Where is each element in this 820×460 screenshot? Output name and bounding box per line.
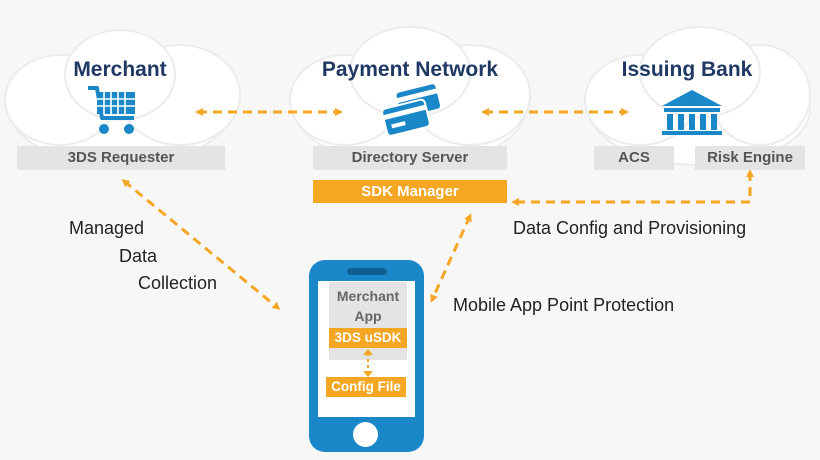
mobile-phone: Merchant App 3DS uSDK Config File xyxy=(309,260,424,452)
shopping-cart-icon xyxy=(88,86,135,134)
caption-managed: Managed xyxy=(69,218,145,238)
arrow-requester-phone xyxy=(121,179,281,310)
caption-collection: Collection xyxy=(138,273,218,293)
acs-box: ACS xyxy=(594,146,674,170)
3ds-requester-box: 3DS Requester xyxy=(17,146,225,170)
issuing-bank-title: Issuing Bank xyxy=(621,58,753,81)
sdk-manager-box: SDK Manager xyxy=(313,180,507,203)
arrow-sdkmanager-phone xyxy=(430,213,472,303)
caption-data: Data xyxy=(119,246,158,266)
phone-speaker xyxy=(347,268,387,275)
payment-network-title: Payment Network xyxy=(321,58,499,81)
merchant-app-line2: App xyxy=(354,308,382,324)
config-file-box: Config File xyxy=(326,377,406,397)
usdk-config-arrow xyxy=(363,349,373,377)
merchant-app-line1: Merchant xyxy=(336,288,400,304)
credit-cards-icon xyxy=(381,82,443,137)
directory-server-box: Directory Server xyxy=(313,146,507,170)
merchant-title: Merchant xyxy=(73,58,167,81)
arrow-riskengine-sdkmanager xyxy=(511,169,754,206)
caption-mobile-protection: Mobile App Point Protection xyxy=(453,295,675,315)
caption-data-config: Data Config and Provisioning xyxy=(513,218,747,238)
cloud-middle xyxy=(289,26,531,166)
risk-engine-box: Risk Engine xyxy=(695,146,805,170)
bank-building-icon xyxy=(662,90,722,135)
3ds-usdk-box: 3DS uSDK xyxy=(329,328,407,348)
phone-home-button xyxy=(353,422,378,447)
merchant-app-label: Merchant App xyxy=(329,286,407,326)
